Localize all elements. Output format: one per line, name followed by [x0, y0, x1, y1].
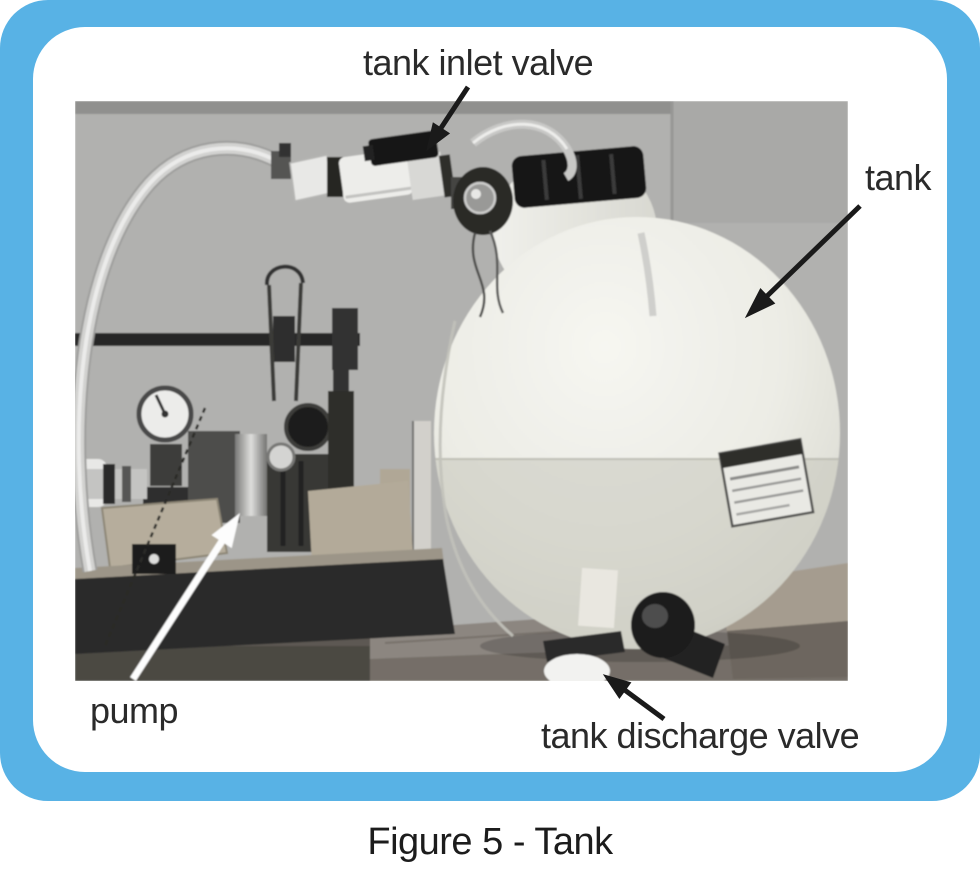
figure-caption: Figure 5 - Tank [367, 821, 613, 863]
tank-sticker [718, 437, 815, 528]
inlet-valve-handle [368, 130, 439, 166]
annotation-label-tank-inlet-valve: tank inlet valve [363, 42, 594, 83]
flow-fitting [451, 167, 513, 318]
tank-body [434, 146, 840, 681]
equipment-photo [75, 101, 848, 681]
pressure-gauge [136, 385, 194, 443]
sensor-wire [103, 407, 207, 647]
discharge-valve-body [544, 654, 610, 681]
frame-rail [75, 333, 360, 346]
annotation-label-tank-discharge-valve: tank discharge valve [541, 715, 860, 756]
drop-tube [637, 232, 657, 317]
annotation-label-tank: tank [865, 157, 932, 198]
inlet-hose [75, 140, 281, 573]
annotation-label-pump: pump [90, 690, 179, 731]
pump-arrow [130, 513, 240, 681]
inlet-valve-assembly [271, 119, 657, 318]
pump-wheel [284, 403, 332, 451]
pump-assembly [75, 264, 455, 654]
discharge-fitting [543, 567, 725, 681]
pump-cylinder [235, 434, 267, 516]
tank-lid [511, 146, 647, 208]
